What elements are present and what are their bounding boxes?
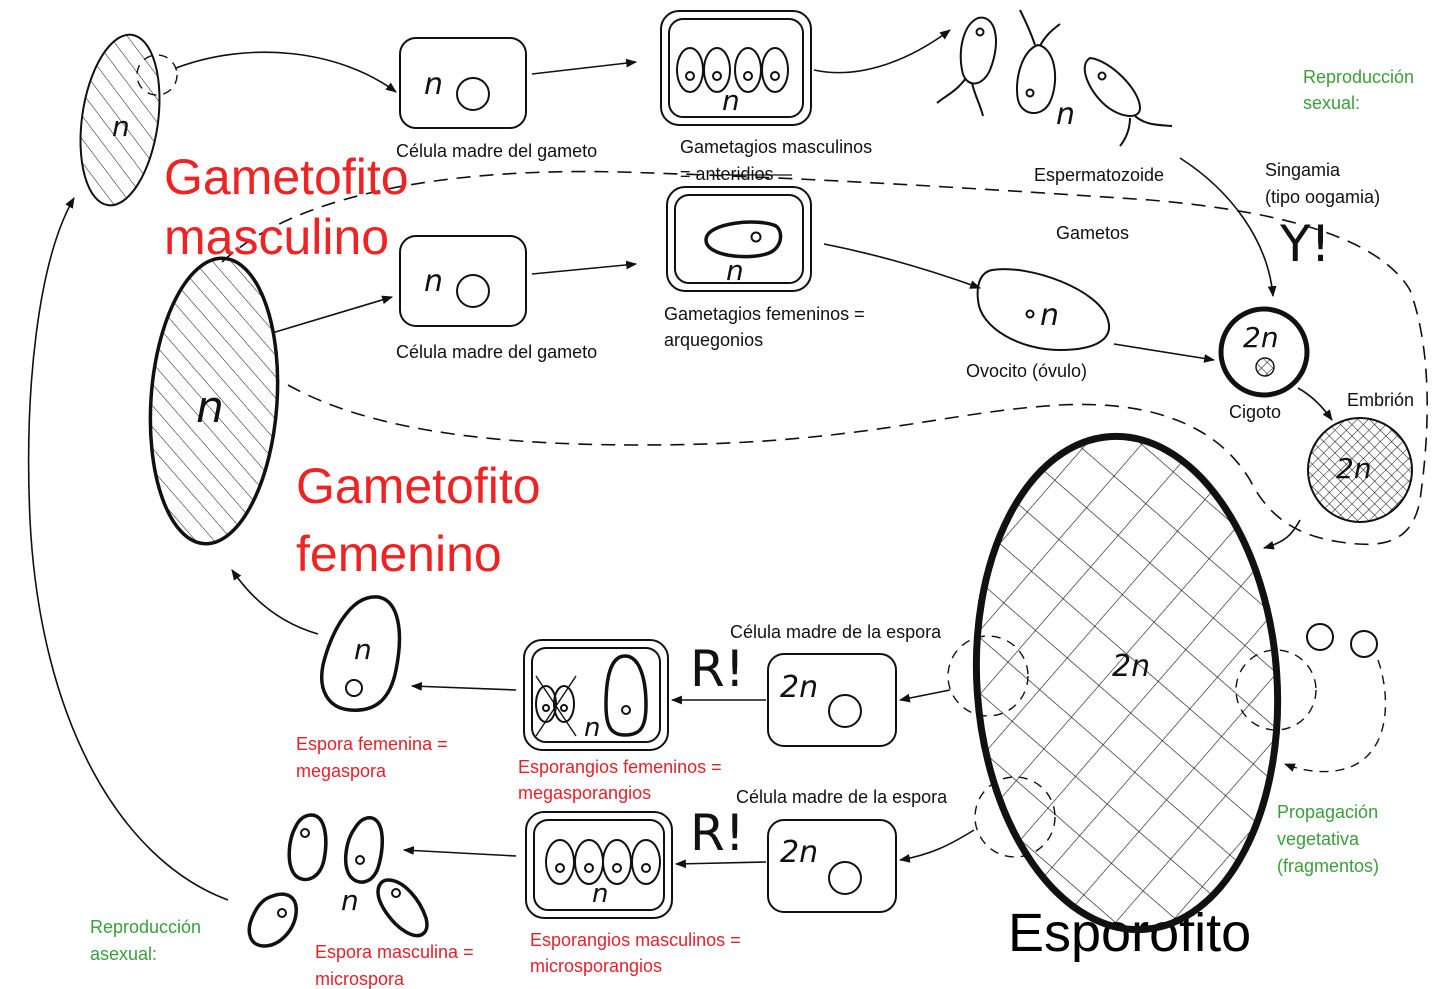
zygote-label: Cigoto bbox=[1229, 402, 1281, 422]
ploidy-label: n bbox=[112, 110, 130, 143]
ploidy-label: n bbox=[1056, 97, 1075, 132]
syngamy-mark: Y! bbox=[1279, 215, 1331, 273]
female-spore-label: Espora femenina = bbox=[296, 734, 448, 754]
syngamy-label-line2: (tipo oogamia) bbox=[1265, 187, 1380, 207]
sperm-label: Espermatozoide bbox=[1034, 165, 1164, 185]
ovocyte-label: Ovocito (óvulo) bbox=[966, 361, 1087, 381]
male-gametophyte-title-line2: masculino bbox=[164, 209, 389, 265]
syngamy-label: Singamia bbox=[1265, 160, 1341, 180]
male-sporangia-label-line2: microsporangios bbox=[530, 956, 662, 976]
male-spore-label-line2: microspora bbox=[315, 969, 405, 989]
ploidy-label: n bbox=[424, 264, 443, 299]
sporophyte: 2n bbox=[947, 432, 1317, 934]
archegonium: n bbox=[666, 186, 812, 292]
male-gametangia-label: Gametagios masculinos bbox=[680, 137, 872, 157]
female-sporangia-label: Esporangios femeninos = bbox=[518, 757, 722, 777]
female-gametangia-label-line2: arquegonios bbox=[664, 330, 763, 350]
female-spore-mother-cell-label: Célula madre de la espora bbox=[730, 622, 942, 642]
asexual-reproduction-label: Reproducción bbox=[90, 917, 201, 937]
ploidy-label: 2n bbox=[780, 670, 818, 705]
ploidy-label: n bbox=[726, 254, 744, 287]
microsporangium: n bbox=[525, 811, 673, 919]
ploidy-label: 2n bbox=[1112, 649, 1150, 684]
gametes-label: Gametos bbox=[1056, 223, 1129, 243]
sexual-reproduction-label-line2: sexual: bbox=[1303, 93, 1360, 113]
antheridium: n bbox=[660, 10, 812, 126]
female-gametophyte-title-line2: femenino bbox=[296, 526, 502, 582]
asexual-reproduction-label-line2: asexual: bbox=[90, 944, 157, 964]
meiosis-mark-male: R! bbox=[690, 804, 745, 862]
vegetative-label-line2: vegetativa bbox=[1277, 829, 1360, 849]
male-gamete-mother-cell: n bbox=[399, 37, 527, 129]
ovocyte: n bbox=[976, 268, 1111, 352]
female-spore-mother-cell: 2n bbox=[767, 653, 897, 747]
embryo-label: Embrión bbox=[1347, 390, 1414, 410]
vegetative-label-line3: (fragmentos) bbox=[1277, 856, 1379, 876]
meiosis-mark-female: R! bbox=[690, 640, 745, 698]
ploidy-label: 2n bbox=[780, 835, 818, 870]
male-spore-label: Espora masculina = bbox=[315, 942, 474, 962]
zygote: 2n bbox=[1218, 306, 1310, 398]
vegetative-fragments bbox=[1283, 623, 1387, 773]
megasporangium: n bbox=[523, 639, 669, 751]
male-spore-mother-cell-label: Célula madre de la espora bbox=[736, 787, 948, 807]
cycle-arrows bbox=[27, 29, 1333, 901]
sexual-phase-boundary bbox=[221, 170, 1428, 546]
ploidy-label: n bbox=[1040, 298, 1059, 333]
male-gametophyte-title: Gametofito bbox=[164, 149, 409, 205]
male-gametophyte-small: n bbox=[79, 33, 178, 207]
ploidy-label: n bbox=[592, 879, 608, 909]
ploidy-label: n bbox=[722, 84, 740, 117]
female-gamete-mother-cell-label: Célula madre del gameto bbox=[396, 342, 597, 362]
female-gamete-mother-cell: n bbox=[399, 235, 527, 327]
sexual-reproduction-label: Reproducción bbox=[1303, 67, 1414, 87]
ploidy-label: 2n bbox=[1243, 321, 1279, 354]
ploidy-label: n bbox=[341, 884, 359, 917]
female-sporangia-label-line2: megasporangios bbox=[518, 783, 651, 803]
male-gametangia-label-line2: = anteridios bbox=[680, 164, 774, 184]
male-sporangia-label: Esporangios masculinos = bbox=[530, 930, 741, 950]
sperm-cells: n bbox=[936, 9, 1173, 147]
ploidy-label: n bbox=[584, 713, 600, 743]
megaspore: n bbox=[320, 595, 402, 712]
vegetative-label: Propagación bbox=[1277, 802, 1378, 822]
female-gametophyte: n bbox=[148, 256, 280, 546]
embryo: 2n bbox=[1307, 417, 1413, 523]
female-gametangia-label: Gametagios femeninos = bbox=[664, 304, 865, 324]
microspores: n bbox=[247, 813, 429, 948]
male-gamete-mother-cell-label: Célula madre del gameto bbox=[396, 141, 597, 161]
female-gametophyte-title: Gametofito bbox=[296, 458, 541, 514]
ploidy-label: n bbox=[424, 67, 443, 102]
male-spore-mother-cell: 2n bbox=[767, 819, 897, 913]
ploidy-label: n bbox=[196, 382, 224, 433]
female-spore-label-line2: megaspora bbox=[296, 761, 387, 781]
ploidy-label: 2n bbox=[1336, 452, 1372, 485]
ploidy-label: n bbox=[354, 633, 372, 666]
